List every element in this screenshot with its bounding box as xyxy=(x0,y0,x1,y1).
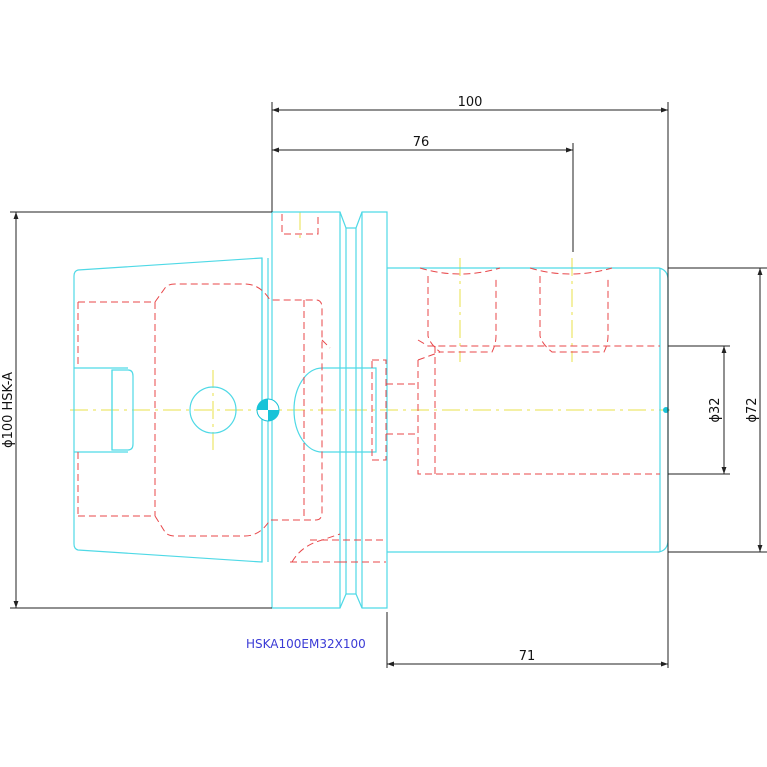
projection-length-label: 71 xyxy=(519,649,536,664)
dimension-labels: 100 76 71 ϕ100 HSK-A ϕ72 ϕ32 xyxy=(1,95,760,664)
taper-diameter-label: ϕ100 HSK-A xyxy=(1,372,16,448)
overall-length-label: 100 xyxy=(458,95,483,110)
part-number-label: HSKA100EM32X100 xyxy=(246,637,366,651)
part-outline xyxy=(73,211,669,609)
hole-position-label: 76 xyxy=(413,135,430,150)
hidden-lines xyxy=(77,214,660,563)
center-lines xyxy=(70,212,670,452)
taper-hole-circle xyxy=(189,386,237,434)
shank-diameter-label: ϕ72 xyxy=(745,397,760,422)
hsk-taper-outline xyxy=(73,257,263,563)
center-marker xyxy=(256,398,669,422)
dimension-lines xyxy=(10,102,767,668)
bore-diameter-label: ϕ32 xyxy=(708,397,723,422)
